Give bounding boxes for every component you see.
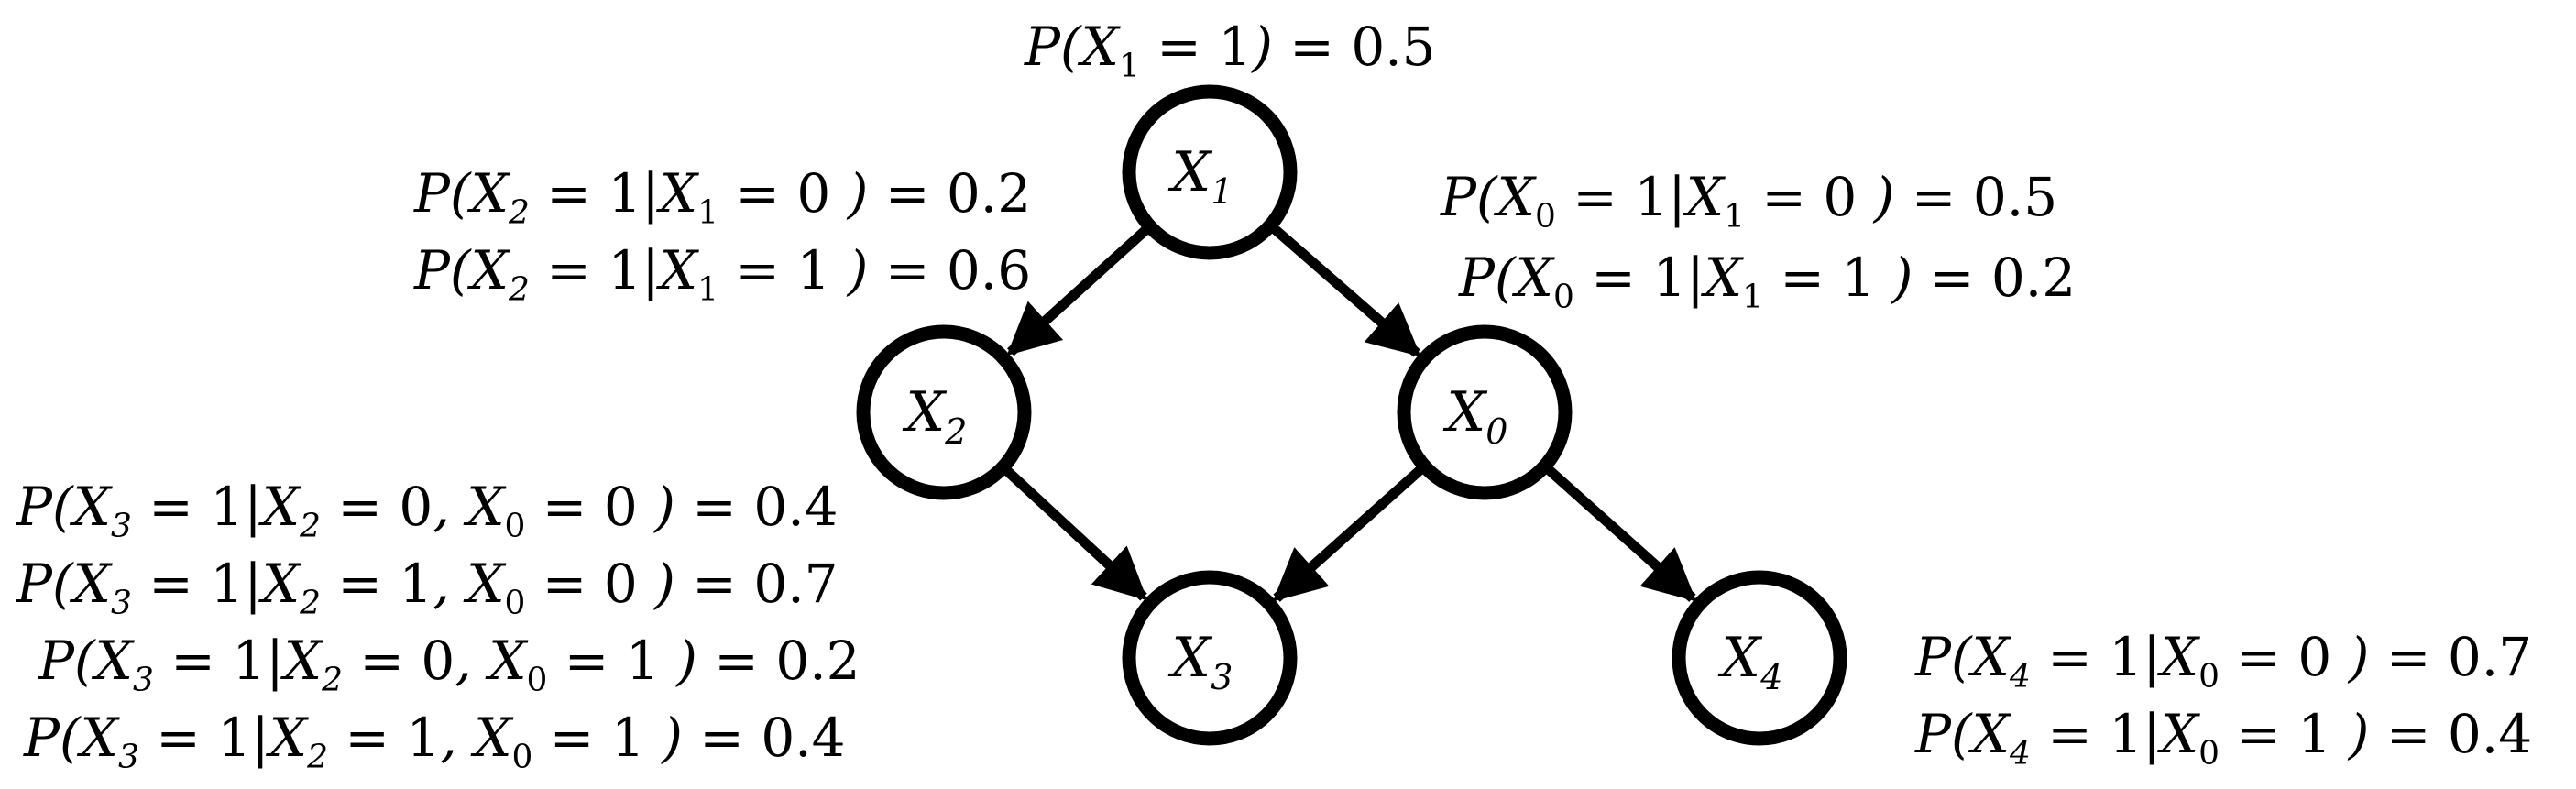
cpt-x3-row-2: P(X3 = 1|X2 = 0, X0 = 1 ) = 0.2	[38, 630, 860, 699]
node-label: X1	[1168, 140, 1233, 212]
edge-x2-to-x3	[1003, 466, 1148, 601]
cpt-x4-row-1: P(X4 = 1|X0 = 1 ) = 0.4	[1915, 703, 2533, 773]
node-circle	[1672, 570, 1847, 746]
node-circle	[1122, 84, 1298, 260]
node-x3: X3	[1122, 570, 1298, 746]
edge-x1-to-x0	[1271, 225, 1421, 357]
edge-x0-to-x3	[1272, 466, 1424, 602]
cpt-x3-row-0: P(X3 = 1|X2 = 0, X0 = 0 ) = 0.4	[16, 476, 839, 545]
edges	[1003, 225, 1697, 602]
cpt-x3-row-3: P(X3 = 1|X2 = 1, X0 = 1 ) = 0.4	[24, 707, 846, 776]
node-x2: X2	[856, 324, 1032, 500]
node-label: X4	[1718, 626, 1783, 697]
node-x4: X4	[1672, 570, 1847, 746]
node-circle	[856, 324, 1032, 500]
cpt-x2-row-0: P(X2 = 1|X1 = 0 ) = 0.2	[414, 162, 1032, 232]
node-label: X2	[903, 380, 968, 452]
node-circle	[1122, 570, 1298, 746]
cpt-x0-row-1: P(X0 = 1|X1 = 1 ) = 0.2	[1459, 247, 2077, 316]
node-x0: X0	[1397, 324, 1573, 500]
node-label: X3	[1168, 626, 1233, 697]
node-circle	[1397, 324, 1573, 500]
cpt-x0-row-0: P(X0 = 1|X1 = 0 ) = 0.5	[1441, 166, 2058, 236]
cpt-x3-row-1: P(X3 = 1|X2 = 1, X0 = 0 ) = 0.7	[16, 553, 839, 622]
edge-x1-to-x2	[1006, 225, 1149, 356]
node-x1: X1	[1122, 84, 1298, 260]
cpt-x4-row-0: P(X4 = 1|X0 = 0 ) = 0.7	[1915, 626, 2533, 696]
node-label: X0	[1443, 380, 1508, 452]
edge-x0-to-x4	[1545, 466, 1697, 602]
cpt-x1-row-0: P(X1 = 1) = 0.5	[1025, 16, 1436, 85]
cpt-x2-row-1: P(X2 = 1|X1 = 1 ) = 0.6	[414, 239, 1032, 309]
